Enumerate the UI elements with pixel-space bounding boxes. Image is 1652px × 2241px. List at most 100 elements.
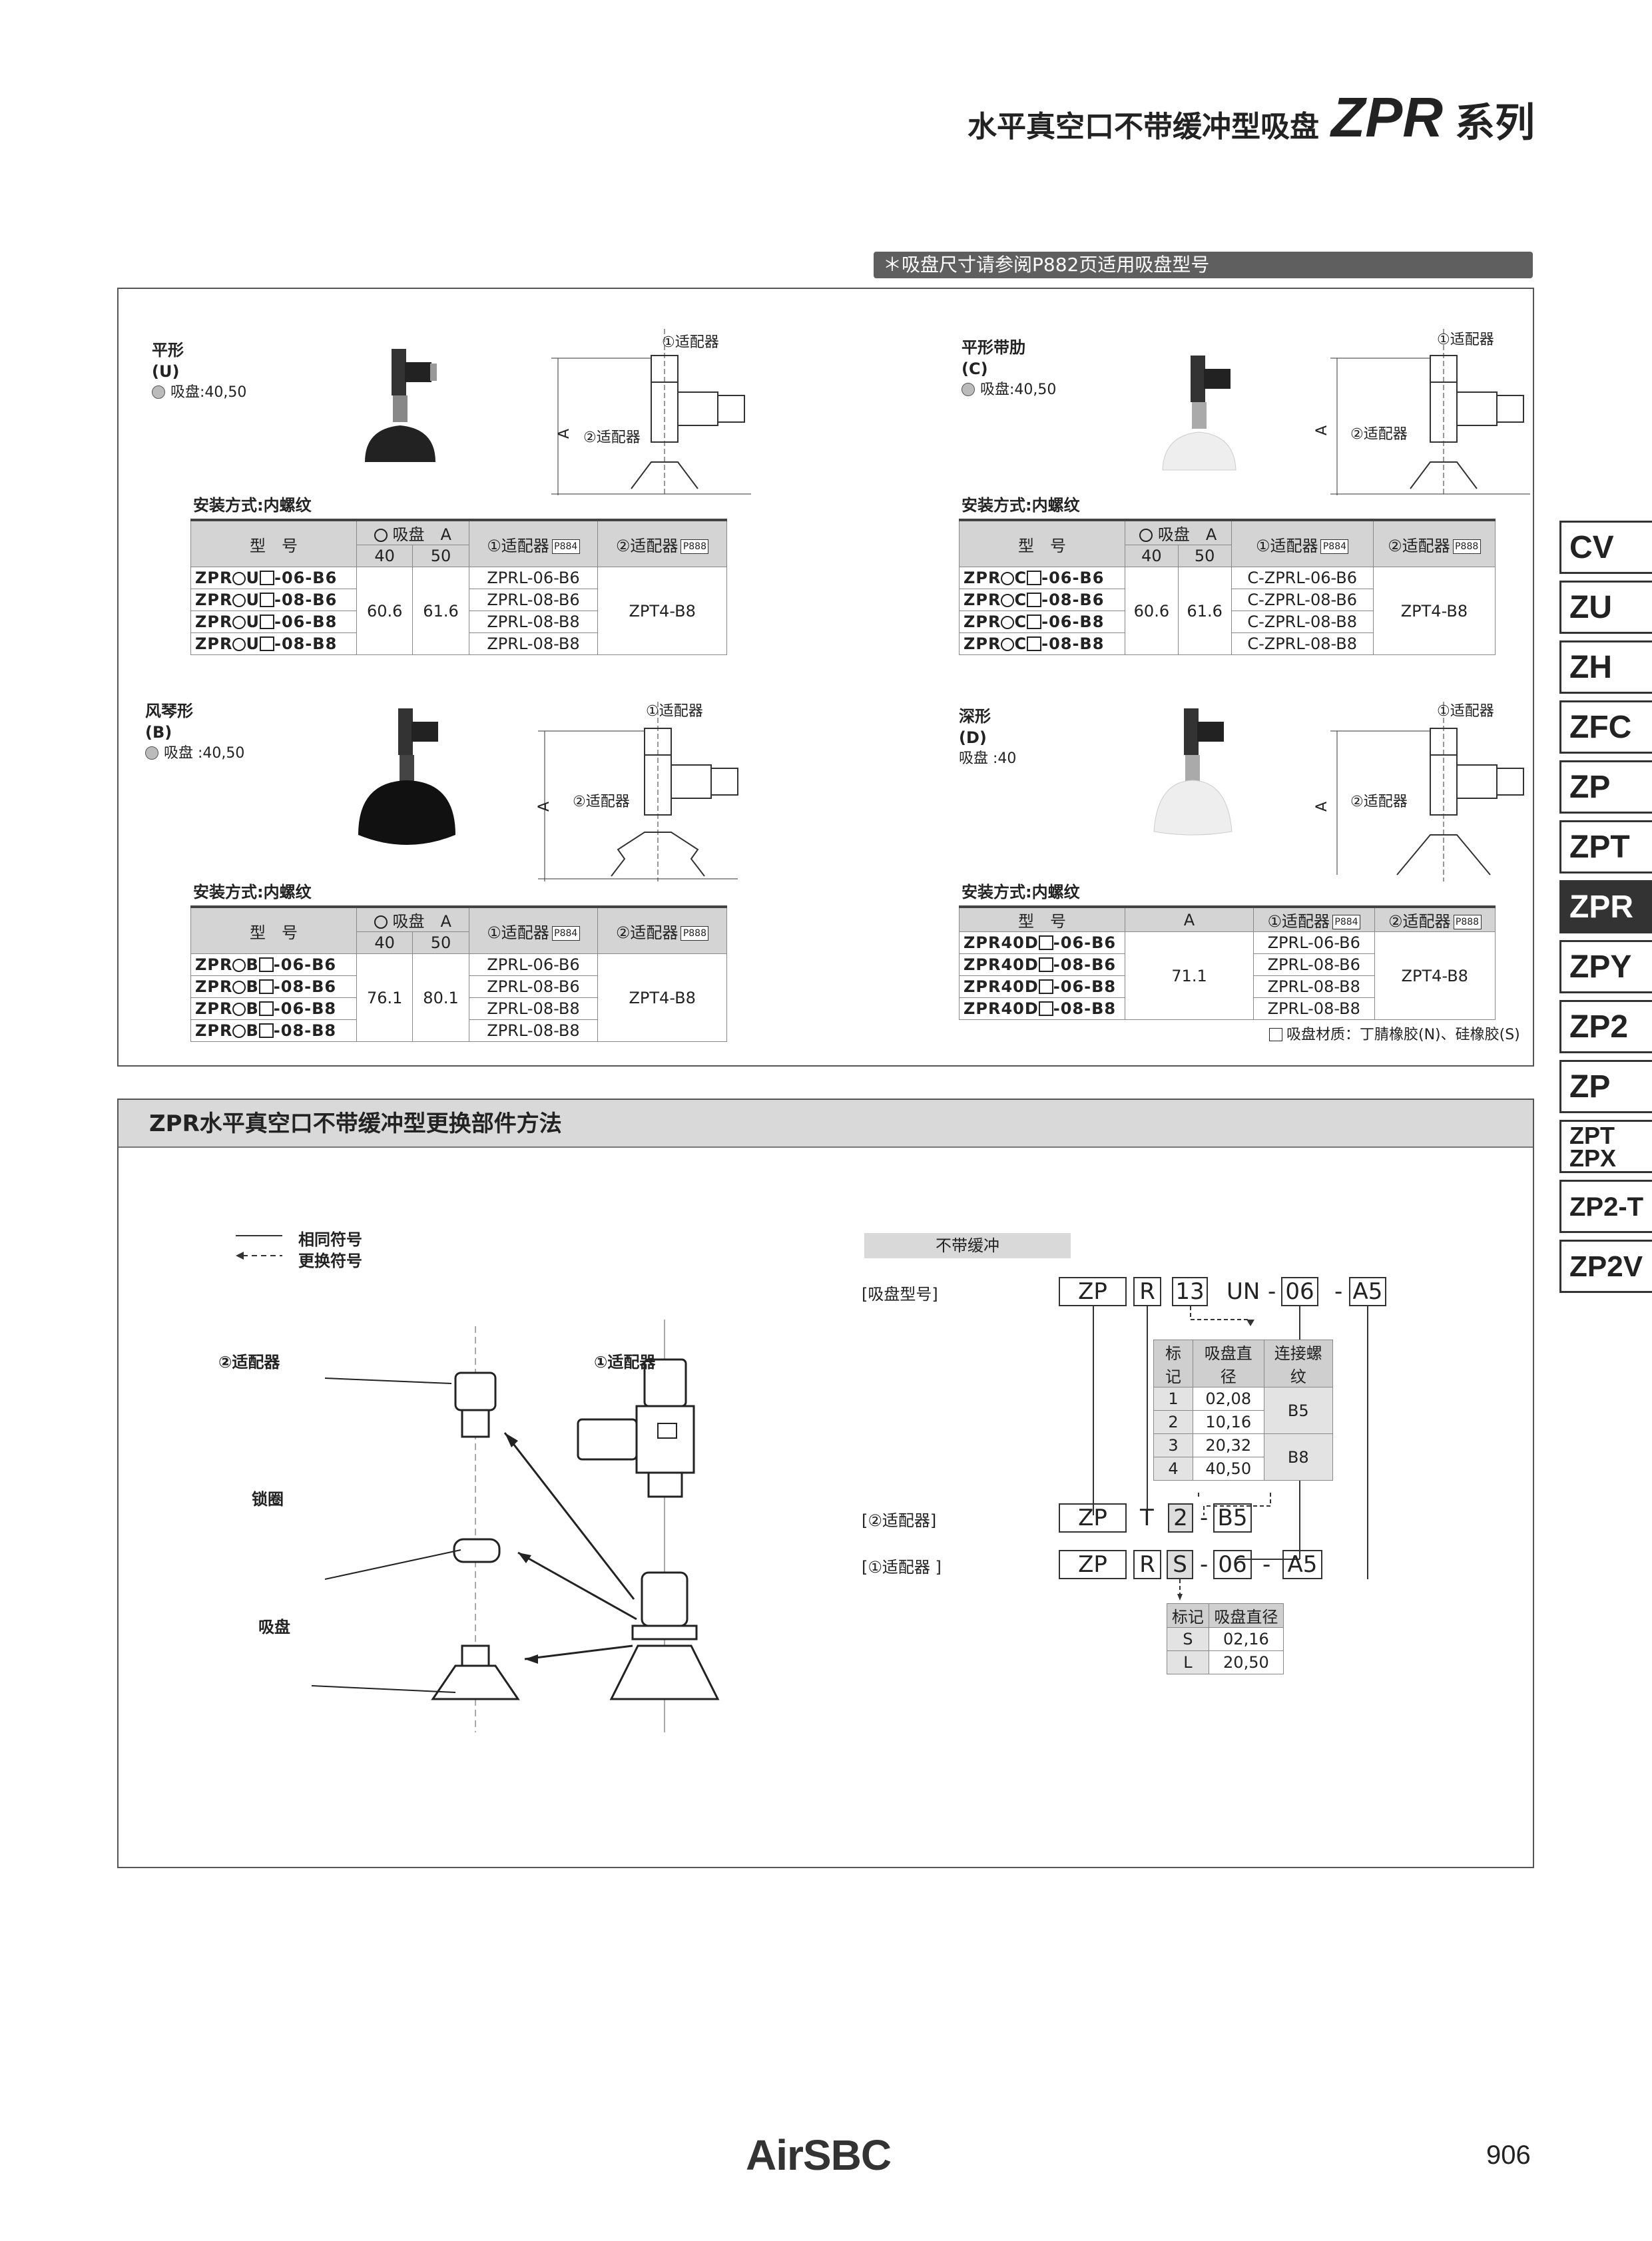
tab-cv[interactable]: CV [1559, 521, 1652, 574]
type-d-title: 深形 (D) 吸盘 :40 [959, 707, 1017, 767]
adapter1-model-label: [①适配器 ] [862, 1558, 942, 1577]
part-pad: 吸盘 [258, 1618, 290, 1636]
code-r: R [1133, 1277, 1161, 1306]
adapter1-label-u: ①适配器 [662, 334, 719, 351]
tab-zpr[interactable]: ZPR [1559, 880, 1652, 933]
legend-same: 相同符号 [298, 1230, 362, 1249]
tab-zp-2[interactable]: ZP [1559, 1060, 1652, 1113]
pad-model-label: [吸盘型号] [862, 1285, 938, 1304]
pad-c-photo [1162, 356, 1237, 471]
exploded-drawing [311, 1320, 720, 1732]
brand-logo: AirSBC [746, 2131, 892, 2179]
adapter2-label-u: ②适配器 [583, 429, 641, 446]
pad-d-photo [1153, 708, 1233, 836]
tab-zp2[interactable]: ZP2 [1559, 1000, 1652, 1053]
install-label-d: 安装方式:内螺纹 [962, 883, 1080, 901]
type-u-pad: 吸盘:40,50 [152, 382, 246, 403]
install-label-b: 安装方式:内螺纹 [193, 883, 312, 901]
dim-a-d: A [1314, 801, 1331, 812]
drawing-c [1330, 329, 1530, 495]
material-note: 吸盘材质：丁腈橡胶(N)、硅橡胶(S) [1269, 1023, 1520, 1044]
dim-a-b: A [536, 801, 553, 812]
dim-a-u: A [556, 428, 573, 439]
adapter2-label-b: ②适配器 [573, 794, 630, 810]
part-adapter2: ②适配器 [218, 1353, 280, 1371]
section-title: ZPR水平真空口不带缓冲型更换部件方法 [119, 1100, 1533, 1148]
drawing-d [1330, 702, 1524, 881]
pad-b-photo [358, 708, 455, 845]
tab-zp[interactable]: ZP [1559, 760, 1652, 814]
type-u-code: (U) [152, 362, 180, 381]
code-06: 06 [1281, 1277, 1318, 1306]
install-label-u: 安装方式:内螺纹 [193, 496, 312, 515]
code-dash: - [1200, 1505, 1209, 1531]
dim-a-c: A [1314, 425, 1331, 436]
type-u-name: 平形 [152, 341, 184, 360]
code-dash: - [1334, 1278, 1343, 1305]
code-a5: A5 [1349, 1277, 1386, 1306]
tab-zp2-tx[interactable]: ZP2-T X [1559, 1180, 1652, 1272]
title-cn: 水平真空口不带缓冲型吸盘 [967, 110, 1319, 144]
tab-zpt-zpx[interactable]: ZPT ZPX [1559, 1120, 1652, 1173]
tab-zp2v[interactable]: ZP2V [1559, 1240, 1652, 1293]
code3-r: R [1133, 1550, 1161, 1579]
code-connector-lines [1093, 1306, 1368, 1579]
code3-a5: A5 [1282, 1550, 1322, 1579]
arrow-down [1177, 1579, 1183, 1601]
series-suffix: 系列 [1455, 100, 1535, 146]
drawing-u [551, 329, 751, 495]
code3-s: S [1167, 1550, 1193, 1579]
code-dash: - [1262, 1551, 1271, 1578]
pad-dot-icon [962, 383, 975, 396]
page-number: 906 [1486, 2140, 1531, 2170]
adapter2-model-label: [②适配器] [862, 1511, 937, 1530]
tab-zpy[interactable]: ZPY [1559, 940, 1652, 993]
adapter1-label-c: ①适配器 [1437, 332, 1494, 348]
type-panel: 平形 (U) 吸盘:40,50 ①适配器 ②适配器 A 安装方式:内螺纹 型 号… [117, 288, 1534, 1067]
tab-zh[interactable]: ZH [1559, 640, 1652, 694]
type-b-title: 风琴形 (B) 吸盘 :40,50 [145, 702, 245, 762]
code-dash: - [1200, 1551, 1209, 1578]
pad-dot-icon [145, 746, 158, 760]
code-un: UN [1227, 1278, 1260, 1305]
no-buffer-label: 不带缓冲 [864, 1233, 1071, 1258]
note-bar: ＊吸盘尺寸请参阅P882页适用吸盘型号 [874, 252, 1533, 278]
code2-zp: ZP [1059, 1503, 1127, 1533]
tab-zpt[interactable]: ZPT [1559, 820, 1652, 873]
page-title: 水平真空口不带缓冲型吸盘 ZPR 系列 [967, 85, 1535, 150]
adapter2-label-d: ②适配器 [1350, 794, 1408, 810]
adapter2-label-c: ②适配器 [1350, 426, 1408, 443]
adapter1-label-d: ①适配器 [1437, 703, 1494, 720]
code2-b5: B5 [1213, 1503, 1252, 1533]
tab-zu[interactable]: ZU [1559, 581, 1652, 634]
type-u-title: 平形 (U) 吸盘:40,50 [152, 340, 246, 403]
legend-replace: 更换符号 [298, 1252, 362, 1270]
replacement-section: ZPR水平真空口不带缓冲型更换部件方法 相同符号 更换符号 [117, 1099, 1534, 1868]
type-c-title: 平形带肋 (C) 吸盘:40,50 [962, 338, 1057, 398]
pad-u-photo [365, 349, 437, 462]
legend-lines [236, 1235, 282, 1260]
drawing-b [538, 702, 738, 881]
adapter1-label-b: ①适配器 [646, 703, 703, 720]
code-dash: - [1268, 1278, 1276, 1305]
pad-dot-icon [152, 385, 165, 399]
code2-2: 2 [1168, 1503, 1193, 1533]
code-13: 13 [1172, 1277, 1208, 1306]
code-zp: ZP [1059, 1277, 1127, 1306]
part-adapter1: ①适配器 [594, 1353, 656, 1371]
code3-06: 06 [1213, 1550, 1252, 1579]
install-label-c: 安装方式:内螺纹 [962, 496, 1080, 515]
part-ring: 锁圈 [252, 1490, 284, 1509]
series-name: ZPR [1331, 86, 1443, 148]
code3-zp: ZP [1059, 1550, 1127, 1579]
tab-zfc[interactable]: ZFC [1559, 700, 1652, 754]
code2-t: T [1140, 1505, 1154, 1531]
